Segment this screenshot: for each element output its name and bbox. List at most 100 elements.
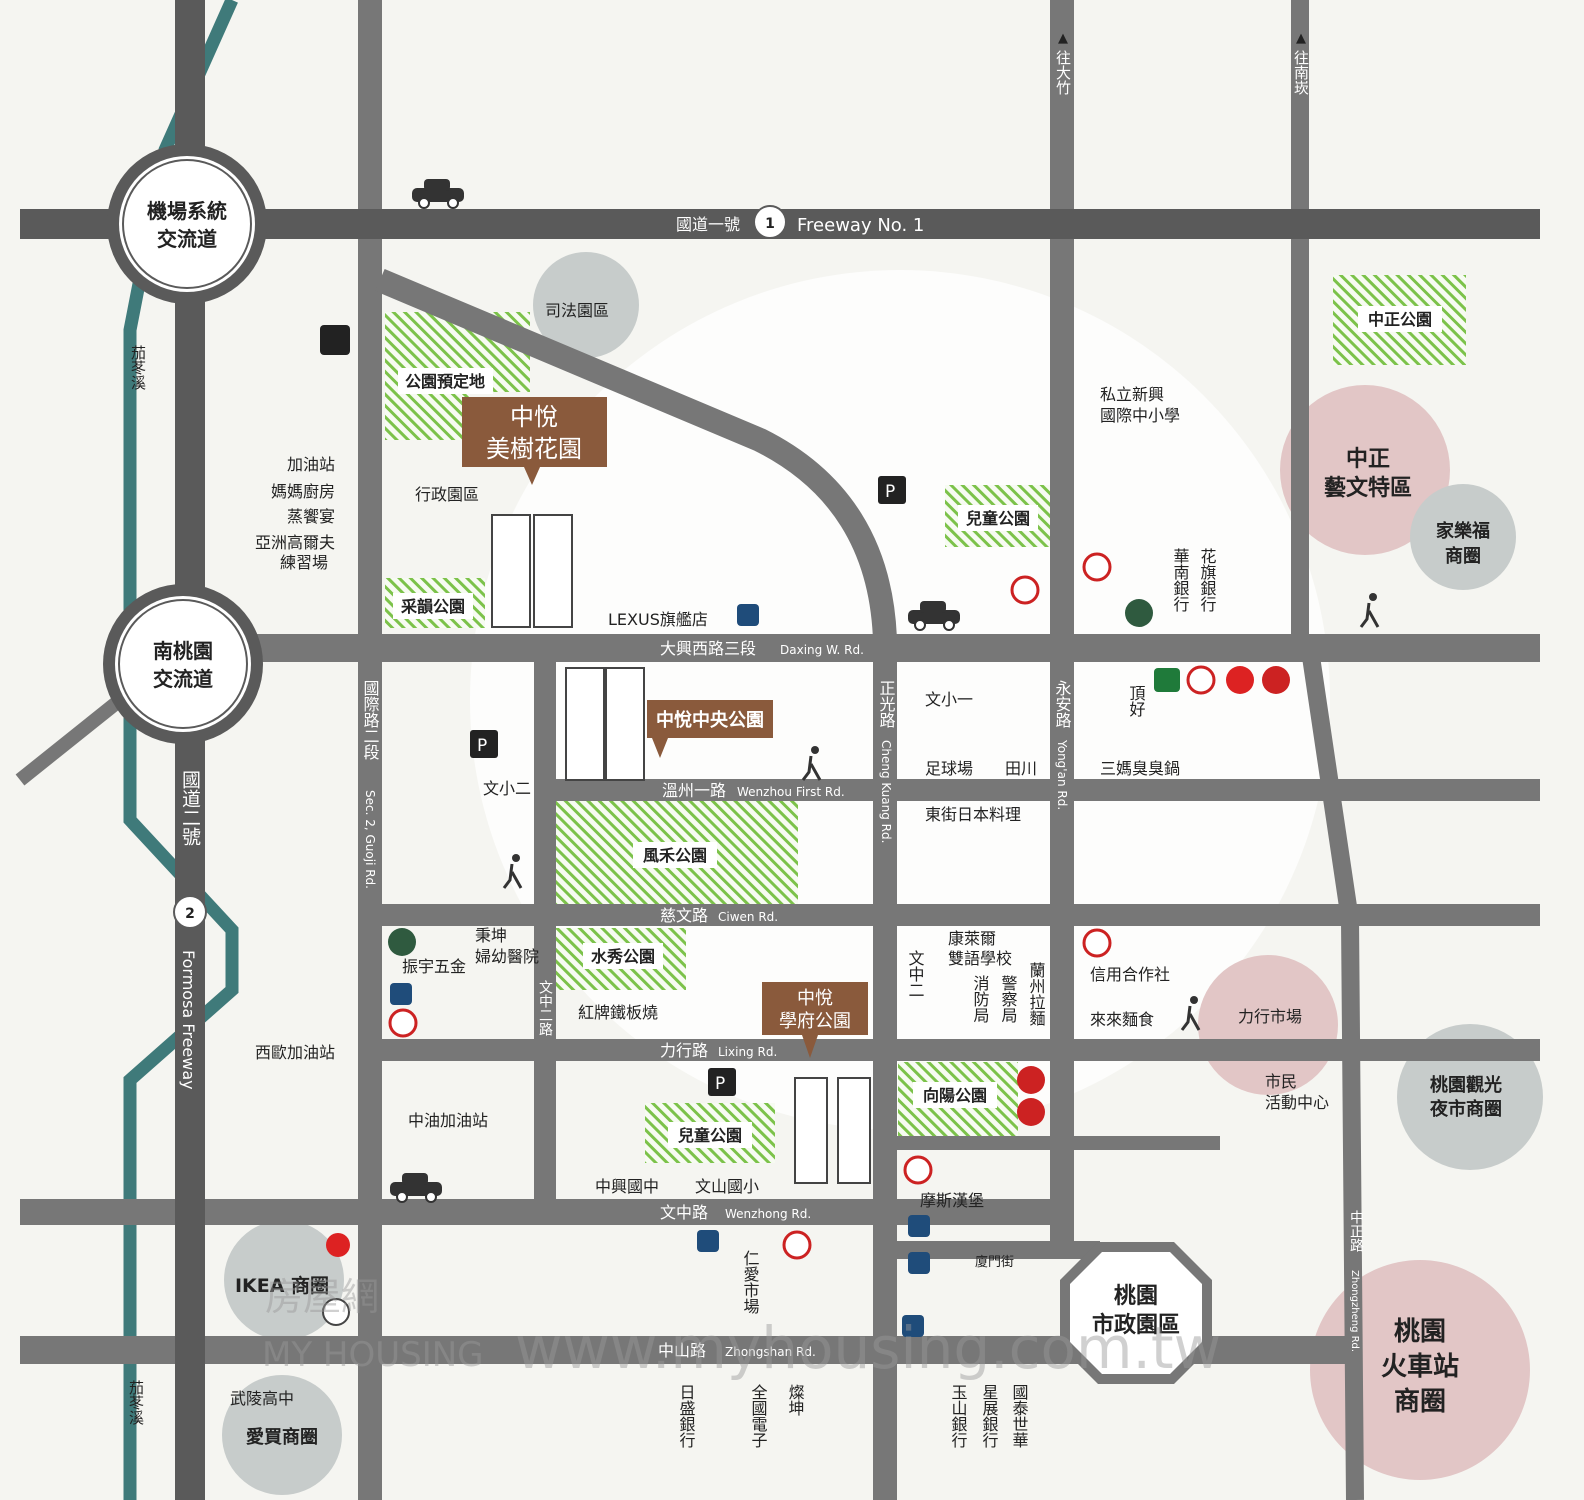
district-carrefour-line1: 家樂福 [1436,520,1490,542]
store-icons [322,552,1290,1326]
interchange-south-taoyuan[interactable] [103,584,263,744]
project-3-line2: 學府公園 [779,1011,851,1032]
freeway2-number: 2 [185,906,195,922]
road-wenzhou-en: Wenzhou First Rd. [737,785,845,799]
car-icon [412,179,464,209]
poi-xiou: 西歐加油站 [255,1043,335,1062]
district-aimai: 愛買商圈 [246,1426,318,1448]
civic-octagon-inner [1070,1252,1202,1374]
hilife-icon [326,1233,350,1257]
poi-jihsun: 日盛銀行 [677,1384,696,1449]
road-ciwen: 慈文路 [660,906,708,925]
district-aimai [222,1375,342,1495]
freeway1-number: 1 [765,216,775,232]
poi-dbs: 星展銀行 [980,1384,999,1449]
road-lixing-en: Lixing Rd. [718,1045,777,1059]
road-yongan: 永安路 [1053,680,1072,728]
tower-icon [491,514,531,628]
watermark-logo-en: MY HOUSING [262,1335,484,1375]
road-daxing: 大興西路三段 [660,639,756,658]
parking-icons [470,476,906,1096]
tower-icon [605,667,645,781]
road-daxing-en: Daxing W. Rd. [780,643,864,657]
freeway2-name: 國道二號 [179,770,201,846]
freeway1-name-en: Freeway No. 1 [797,215,924,236]
direction-nankan: 往南崁 [1292,50,1310,95]
starbucks-icon [1125,599,1153,627]
poi-wuling: 武陵高中 [230,1389,294,1408]
bus-icons [320,325,930,1337]
poi-wenshan: 文山國小 [695,1177,759,1196]
district-carrefour [1410,484,1516,590]
district-night-line1: 桃園觀光 [1430,1074,1502,1096]
store-icon [322,1298,350,1326]
poi-xinxing-2: 國際中小學 [1100,406,1180,425]
interchange-south-line1: 南桃園 [153,639,213,663]
park-label-xiangyang: 向陽公園 [923,1086,987,1105]
poi-wenxiao1: 文小一 [925,690,973,709]
interchange-airport-line2: 交流道 [157,227,217,251]
parking-icon [708,1068,736,1096]
district-zhongzheng-arts [1280,385,1450,555]
pedestrian-icon [1369,593,1377,601]
district-judicial [533,252,639,358]
pedestrian-icon [512,854,520,862]
park-label-children-2: 兒童公園 [678,1126,742,1145]
poi-lailai: 來來麵食 [1090,1010,1154,1029]
poi-gas-station: 加油站 [287,455,335,474]
poi-renai: 仁愛市場 [741,1250,760,1315]
poi-mama-kitchen: 媽媽廚房 [271,482,335,501]
mcdonalds-icon [1226,666,1254,694]
civic-line1: 桃園 [1114,1284,1158,1309]
pedestrian-icon [811,746,819,754]
starbucks-icon [388,928,416,956]
seven-eleven-icon [1186,665,1216,695]
seven-eleven-icon [1082,552,1112,582]
district-station-line3: 商圈 [1394,1386,1446,1417]
bus-icon [908,1215,930,1237]
arrow-up-icon: ▲ [1058,31,1068,46]
poi-soccer: 足球場 [925,759,973,778]
road-xiamen: 廈門街 [975,1254,1014,1270]
district-carrefour-line2: 商圈 [1445,545,1481,567]
road-wenzhong-en: Wenzhong Rd. [725,1207,811,1221]
bus-icon [390,983,412,1005]
road-zhengguang-en: Cheng Kuang Rd. [879,740,893,843]
seven-eleven-icon [1010,575,1040,605]
poi-civic-1: 市民 [1265,1072,1297,1091]
car-icon [390,1173,442,1203]
road-zhongzheng-en: Zhongzheng Rd. [1349,1270,1360,1352]
wellcome-icon [1154,668,1180,692]
bus-icon [320,325,350,355]
poi-cathay: 國泰世華 [1010,1384,1029,1448]
poi-hongpai: 紅牌鐵板燒 [578,1003,658,1022]
poi-zhengxiang: 蒸饗宴 [287,507,335,526]
poi-bingkun-1: 秉坤 [475,926,507,945]
creek-label-bottom: 茄苳溪 [127,1380,145,1425]
park-label-reserved: 公園預定地 [405,372,485,391]
store-icon [1017,1098,1045,1126]
car-icons [390,179,960,1203]
road-guoji-en: Sec. 2, Guoji Rd. [363,790,377,889]
freeway1-badge [753,205,787,239]
poi-credit: 信用合作社 [1090,965,1170,984]
road-wenzhong: 文中路 [660,1203,708,1222]
parking-icon [470,730,498,758]
park-label-zhongzheng: 中正公園 [1368,310,1432,329]
poi-lexus: LEXUS旗艦店 [608,610,708,629]
tower-icon [565,667,605,781]
poi-bingkun-2: 婦幼醫院 [475,947,539,966]
tower-icon [794,1077,828,1184]
parking-icon [878,476,906,504]
poi-golf-2: 練習場 [280,553,328,572]
project-3-line1: 中悅 [797,988,833,1009]
pedestrian-icon [1190,996,1198,1004]
road-wenzhou: 溫州一路 [662,781,726,800]
creek-label-top: 茄苳溪 [129,345,147,390]
interchange-airport[interactable] [107,144,267,304]
freeway1-name: 國道一號 [676,215,740,234]
project-box-3 [762,982,868,1058]
freeway2-badge [173,895,207,929]
